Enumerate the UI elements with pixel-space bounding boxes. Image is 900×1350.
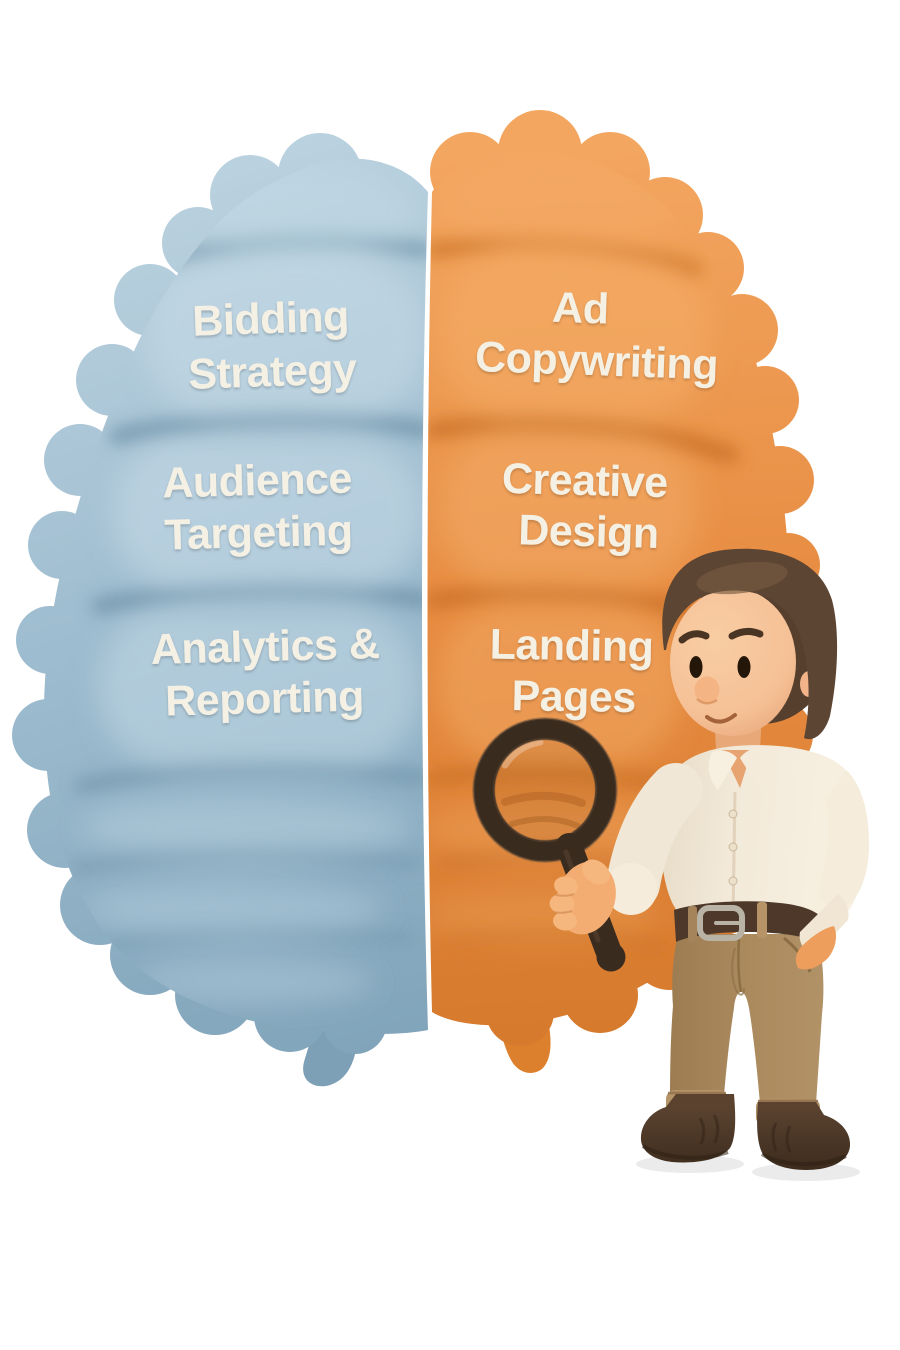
shirt-buttons: [728, 809, 738, 886]
character-figure: [605, 548, 870, 1181]
nose-shadow: [696, 698, 718, 705]
collar-left: [708, 750, 737, 790]
label-bidding-strategy-line1: Bidding: [192, 292, 350, 345]
brain-left-hemisphere: [12, 133, 429, 1087]
shirt-arm-right: [818, 770, 870, 909]
label-bidding-strategy: Bidding Strategy: [188, 292, 358, 399]
label-landing-pages-line2: Pages: [511, 672, 636, 722]
shoe-right-shadow: [752, 1163, 860, 1181]
magnifier-lens: [495, 740, 595, 840]
label-audience-targeting-line2: Targeting: [164, 507, 353, 560]
hair-highlight: [696, 561, 788, 595]
hair-front: [662, 548, 838, 740]
brain-right-hemisphere: [427, 110, 821, 1073]
label-audience-targeting: Audience Targeting: [162, 455, 353, 560]
label-landing-pages: Landing Pages: [489, 621, 654, 723]
shirt-torso: [661, 745, 862, 918]
label-creative-design-line2: Design: [518, 506, 660, 558]
magnifier-ring: [473, 718, 617, 862]
sleeve-cuff-left: [605, 863, 657, 915]
label-bidding-strategy-line2: Strategy: [188, 345, 358, 399]
belt: [674, 901, 820, 942]
magnifying-glass-icon: [472, 717, 626, 972]
shoe-right-creases: [771, 1122, 792, 1153]
hand-left-grip: [549, 859, 616, 935]
ring-outer-highlight: [472, 717, 618, 863]
ring-inner-highlight: [492, 737, 598, 843]
eyebrow-right: [728, 627, 764, 640]
label-ad-copywriting-line2: Copywriting: [474, 333, 718, 389]
nose: [694, 676, 720, 704]
label-analytics-reporting: Analytics & Reporting: [150, 620, 380, 726]
lens-fold-2: [509, 815, 581, 829]
shoe-right: [757, 1102, 851, 1170]
pants-fly-seam: [737, 937, 743, 993]
mouth: [705, 713, 737, 724]
brain-right-folds: [427, 157, 751, 1015]
eye-right: [737, 656, 751, 678]
magnifier-handle-tip: [596, 942, 626, 972]
shoe-left-creases: [698, 1114, 720, 1145]
belt-loop-left: [688, 906, 697, 942]
label-landing-pages-line1: Landing: [489, 621, 654, 672]
shoe-left: [640, 1094, 736, 1163]
belt-loop-right: [757, 902, 767, 938]
hand-right: [795, 926, 836, 970]
label-ad-copywriting-line1: Ad: [551, 284, 609, 334]
label-analytics-reporting-line2: Reporting: [165, 672, 365, 725]
lens-glare: [501, 738, 544, 769]
pants-seam-loop: [731, 947, 745, 996]
lens-fold-1: [501, 791, 586, 807]
face: [670, 588, 796, 736]
label-ad-copywriting: Ad Copywriting: [474, 284, 718, 390]
label-analytics-reporting-line1: Analytics &: [150, 620, 380, 674]
shoe-right-sole: [760, 1152, 847, 1166]
eyebrow-left: [678, 630, 710, 644]
label-creative-design: Creative Design: [501, 455, 668, 558]
collar-right: [740, 747, 771, 790]
eye-left: [689, 656, 703, 678]
shoe-left-sole: [641, 1144, 729, 1160]
brain-labels: Bidding Strategy Audience Targeting Anal…: [150, 284, 719, 726]
label-creative-design-line1: Creative: [501, 455, 668, 507]
label-audience-targeting-line1: Audience: [162, 455, 353, 508]
pants: [670, 934, 824, 1104]
